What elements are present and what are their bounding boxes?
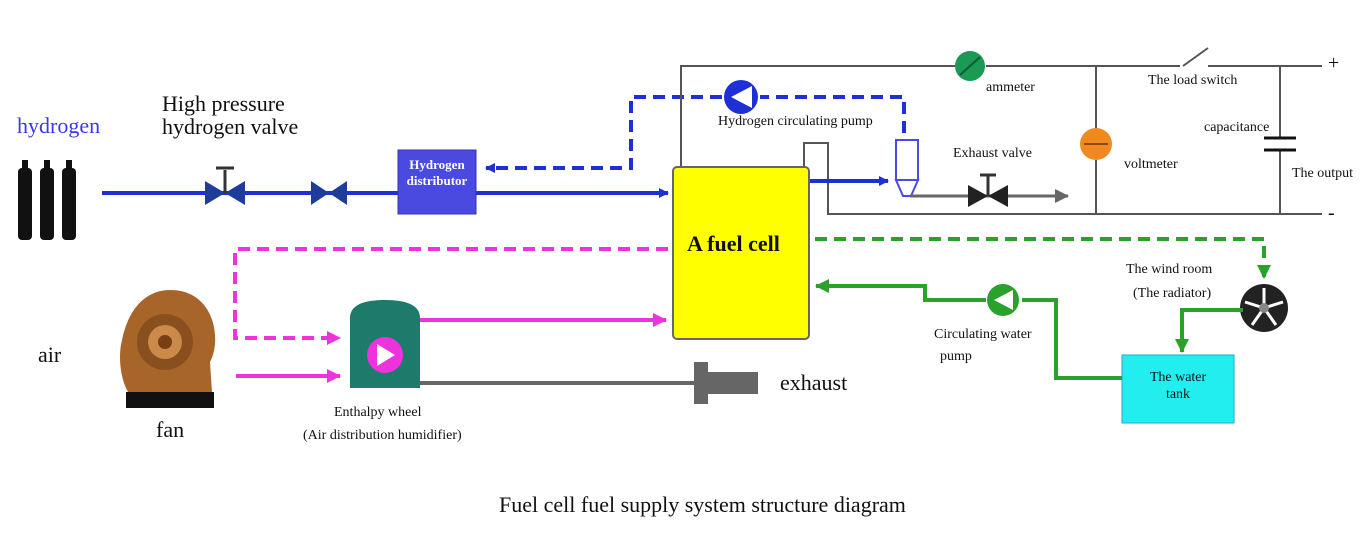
air-label: air: [38, 342, 62, 367]
water-tank-line2: tank: [1165, 386, 1191, 402]
minus-terminal-label: -: [1328, 202, 1335, 224]
wind-room-label-line1: The wind room: [1126, 262, 1213, 277]
hydrogen-cylinders-icon: [18, 160, 76, 240]
voltmeter-icon: [1080, 128, 1112, 160]
high-pressure-label-line2: hydrogen valve: [162, 114, 299, 139]
hydrogen-distributor-box: [397, 149, 477, 215]
air-recirculation-line: [233, 247, 668, 345]
water-tank-box: [1121, 354, 1235, 424]
exhaust-valve-icon: [968, 173, 1008, 207]
plus-terminal-label: +: [1328, 52, 1340, 74]
water-pump-label-line2: pump: [940, 349, 972, 364]
fan-icon: [120, 290, 216, 408]
exhaust-muffler-icon: [694, 362, 758, 404]
hydrogen-pump-label: Hydrogen circulating pump: [718, 114, 873, 129]
wind-room-label-line2: (The radiator): [1133, 286, 1212, 301]
coolant-in-line: [815, 279, 986, 302]
water-tank-label: The water tank: [1122, 370, 1234, 404]
voltmeter-label: voltmeter: [1124, 157, 1178, 172]
enthalpy-wheel-label-line2: (Air distribution humidifier): [303, 428, 462, 443]
water-tank-line1: The water: [1149, 370, 1207, 385]
separator-icon: [894, 139, 920, 197]
radiator-to-tank-line: [1175, 308, 1243, 353]
hydrogen-valve-icon: [311, 181, 347, 205]
hydrogen-distributor-label: Hydrogen distributor: [398, 157, 476, 188]
tank-to-pump-line: [1022, 298, 1122, 380]
enthalpy-wheel-icon: [350, 300, 420, 388]
water-pump-icon: [987, 284, 1019, 316]
hydrogen-pump-icon: [724, 80, 758, 114]
ammeter-icon: [955, 51, 985, 81]
high-pressure-label-line1: High pressure: [162, 91, 285, 116]
fuel-cell-box: [672, 166, 810, 340]
fan-label: fan: [156, 417, 185, 442]
exhaust-valve-label: Exhaust valve: [953, 146, 1032, 161]
capacitance-label: capacitance: [1204, 120, 1270, 135]
circuit-lines: [680, 47, 1322, 215]
diagram-caption: Fuel cell fuel supply system structure d…: [499, 492, 906, 517]
hydrogen-distributor-line2: distributor: [406, 172, 468, 188]
load-switch-label: The load switch: [1148, 73, 1238, 88]
output-label: The output: [1292, 166, 1354, 181]
water-pump-label-line1: Circulating water: [934, 327, 1032, 342]
fuel-cell-label: A fuel cell: [687, 231, 780, 256]
capacitor-icon: [1264, 136, 1296, 152]
ammeter-label: ammeter: [986, 80, 1035, 95]
exhaust-label: exhaust: [780, 370, 848, 395]
hydrogen-return-line: [485, 95, 722, 173]
hydrogen-label: hydrogen: [17, 113, 101, 138]
radiator-fan-icon: [1240, 284, 1288, 332]
enthalpy-wheel-label-line1: Enthalpy wheel: [334, 405, 422, 420]
high-pressure-valve-icon: [205, 166, 245, 205]
coolant-out-line: [815, 237, 1271, 279]
hydrogen-distributor-line1: Hydrogen: [409, 157, 465, 172]
